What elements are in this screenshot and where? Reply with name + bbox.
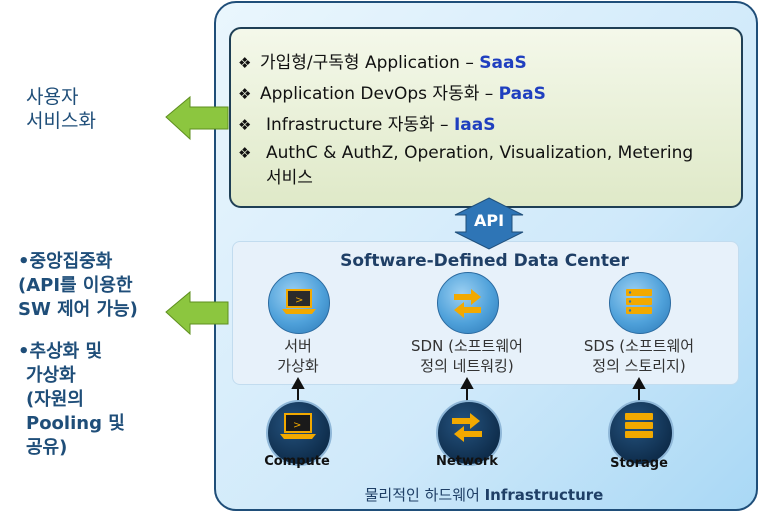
connector-lines: [291, 376, 646, 402]
service-item-saas: ❖가입형/구독형 Application – SaaS: [238, 53, 527, 73]
svg-text:>: >: [295, 295, 303, 306]
sddc-server-virtualization-icon: [268, 272, 330, 334]
sddc-caption-server: 서버 가상화: [277, 337, 319, 375]
abstraction-label: •추상화 및 가상화 (자원의 Pooling 및 공유): [18, 341, 125, 458]
compute-label: Compute: [264, 454, 330, 469]
server-stack-icon: [625, 413, 653, 438]
user-service-label: 사용자 서비스화: [26, 86, 96, 132]
server-stack-icon: [626, 289, 652, 314]
laptop-icon: >: [282, 289, 316, 314]
iaas-label: IaaS: [453, 115, 496, 135]
network-label: Network: [436, 454, 498, 469]
sddc-caption-sds: SDS (소프트웨어 정의 스토리지): [583, 337, 695, 375]
bullet-icon: ❖: [238, 144, 252, 162]
arrows-icon: [454, 289, 481, 318]
bullet-icon: ❖: [238, 54, 252, 72]
centralization-arrow: [165, 290, 229, 336]
service-item-paas: ❖Application DevOps 자동화 – PaaS: [238, 84, 546, 104]
user-service-arrow: [165, 95, 229, 141]
sddc-caption-sdn: SDN (소프트웨어 정의 네트워킹): [411, 337, 523, 375]
bullet-icon: ❖: [238, 116, 252, 134]
svg-text:>: >: [293, 420, 301, 431]
infrastructure-footer: 물리적인 하드웨어 Infrastructure: [364, 486, 604, 504]
service-item-auth-line2: 서비스: [266, 168, 313, 188]
api-label: API: [473, 211, 505, 230]
api-arrow: [454, 197, 524, 250]
service-item-auth: ❖AuthC & AuthZ, Operation, Visualization…: [238, 143, 694, 163]
service-item-iaas: ❖Infrastructure 자동화 – IaaS: [238, 115, 496, 135]
arrows-icon: [452, 413, 482, 442]
services-box: [229, 27, 743, 208]
laptop-icon: >: [280, 413, 316, 439]
bullet-icon: ❖: [238, 85, 252, 103]
centralization-label: •중앙집중화 (API를 이용한 SW 제어 가능): [18, 251, 138, 320]
sddc-sdn-icon: [437, 272, 499, 334]
paas-label: PaaS: [498, 84, 546, 104]
sddc-title: Software-Defined Data Center: [340, 251, 629, 271]
storage-label: Storage: [610, 456, 668, 471]
saas-label: SaaS: [479, 53, 527, 73]
